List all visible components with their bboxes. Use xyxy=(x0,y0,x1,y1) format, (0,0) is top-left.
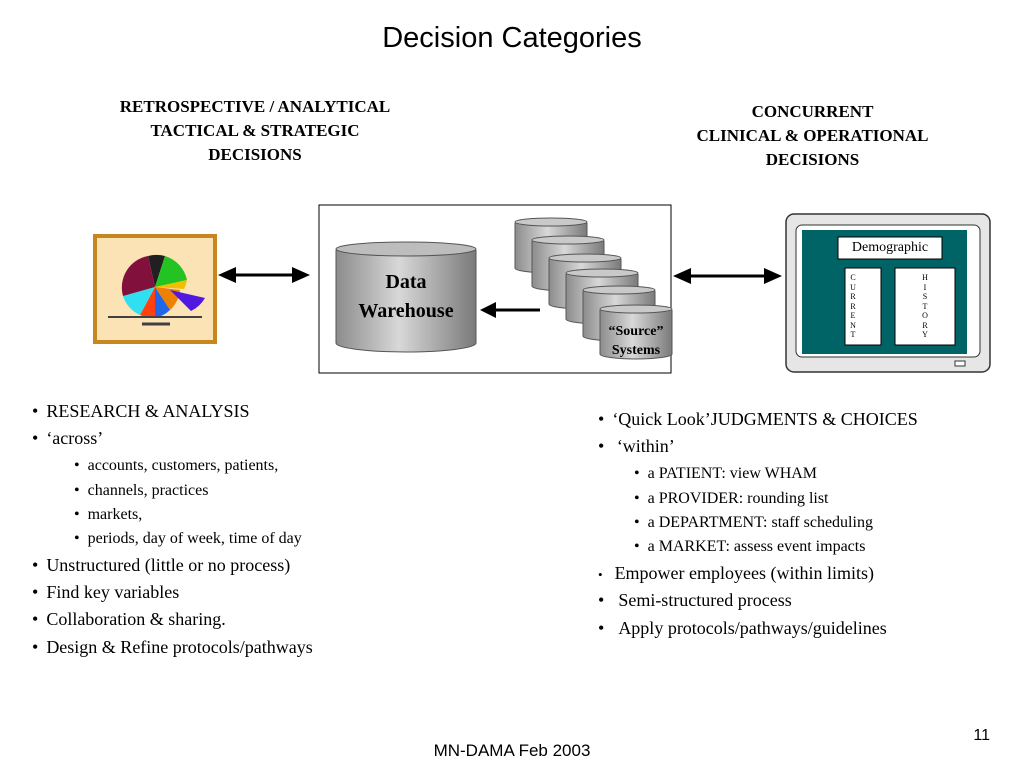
right-bullet: •Semi-structured process xyxy=(598,590,792,610)
data-warehouse-label-line-1: Data xyxy=(385,271,427,293)
right-bullet-text: Apply protocols/pathways/guidelines xyxy=(618,618,887,638)
left-sub-bullet: •periods, day of week, time of day xyxy=(74,530,302,547)
left-header-line-2: TACTICAL & STRATEGIC xyxy=(150,121,360,140)
left-bullet-text: ‘across’ xyxy=(46,428,104,448)
history-letter: H xyxy=(922,273,928,282)
source-systems-cylinders xyxy=(514,217,673,360)
right-bullet-text: Empower employees (within limits) xyxy=(614,563,875,583)
left-bullet: •Design & Refine protocols/pathways xyxy=(32,637,313,657)
left-sub-bullet: •markets, xyxy=(74,506,143,523)
left-bullet: •Collaboration & sharing. xyxy=(32,609,226,629)
right-bullet: •Apply protocols/pathways/guidelines xyxy=(598,618,887,638)
left-double-arrow xyxy=(218,267,310,283)
right-bullet: • ‘within’ xyxy=(598,436,675,456)
left-sub-bullet-text: markets, xyxy=(87,506,143,523)
left-bullet-text: Unstructured (little or no process) xyxy=(46,555,291,575)
current-letter: U xyxy=(850,282,856,292)
data-warehouse-label: Data Warehouse xyxy=(336,268,476,326)
source-systems-label-line-2: Systems xyxy=(611,343,661,358)
history-letter: R xyxy=(922,320,928,330)
right-sub-bullet-text: a DEPARTMENT: staff scheduling xyxy=(647,514,873,531)
left-bullet: •Unstructured (little or no process) xyxy=(32,555,291,575)
current-letter: R xyxy=(850,292,856,301)
right-sub-bullet: •a MARKET: assess event impacts xyxy=(634,538,866,555)
left-bullet-text: Design & Refine protocols/pathways xyxy=(46,637,313,657)
monitor-icon xyxy=(785,213,991,373)
left-bullet: •Find key variables xyxy=(32,582,180,602)
history-letter: O xyxy=(922,311,928,320)
right-sub-bullet: •a PATIENT: view WHAM xyxy=(634,465,818,482)
right-bullet-text: ‘within’ xyxy=(612,436,675,456)
current-letter: E xyxy=(850,311,856,320)
right-bullet: •‘Quick Look’JUDGMENTS & CHOICES xyxy=(598,409,918,429)
current-letter: C xyxy=(850,273,856,282)
left-sub-bullet-text: periods, day of week, time of day xyxy=(87,530,302,547)
right-sub-bullet-text: a MARKET: assess event impacts xyxy=(647,538,866,555)
right-sub-bullet-text: a PATIENT: view WHAM xyxy=(647,465,818,482)
left-header: RETROSPECTIVE / ANALYTICAL TACTICAL & ST… xyxy=(90,95,420,167)
decision-diagram xyxy=(93,204,991,374)
right-bullet-text: ‘Quick Look’JUDGMENTS & CHOICES xyxy=(612,409,918,429)
right-sub-bullet: •a DEPARTMENT: staff scheduling xyxy=(634,514,873,531)
right-header-line-2: CLINICAL & OPERATIONAL xyxy=(696,126,929,145)
data-warehouse-label-line-2: Warehouse xyxy=(358,300,454,322)
history-letter: T xyxy=(922,301,928,311)
right-header-line-3: DECISIONS xyxy=(765,150,860,169)
history-letter: S xyxy=(922,292,928,301)
history-label: H I S T O R Y xyxy=(917,273,933,340)
history-letter: Y xyxy=(922,330,928,339)
current-letter: R xyxy=(850,301,856,311)
left-bullet-text: RESEARCH & ANALYSIS xyxy=(46,401,250,421)
left-bullet-text: Find key variables xyxy=(46,582,180,602)
left-sub-bullet-text: accounts, customers, patients, xyxy=(87,457,279,474)
left-sub-bullet: •accounts, customers, patients, xyxy=(74,457,279,474)
right-header: CONCURRENT CLINICAL & OPERATIONAL DECISI… xyxy=(660,100,965,172)
current-letter: T xyxy=(850,330,856,339)
history-letter: I xyxy=(923,282,927,292)
demographic-label: Demographic xyxy=(851,240,929,255)
left-header-line-1: RETROSPECTIVE / ANALYTICAL xyxy=(119,97,391,116)
right-double-arrow xyxy=(673,268,782,284)
left-bullet: •RESEARCH & ANALYSIS xyxy=(32,401,250,421)
source-systems-label: “Source” Systems xyxy=(596,322,676,360)
left-sub-bullet-text: channels, practices xyxy=(87,482,209,499)
page-number: 11 xyxy=(973,727,990,744)
footer-text: MN-DAMA Feb 2003 xyxy=(433,741,591,760)
right-sub-bullet-text: a PROVIDER: rounding list xyxy=(647,490,829,507)
pie-chart-easel-icon xyxy=(93,234,217,344)
current-letter: N xyxy=(850,320,856,330)
left-bullet-text: Collaboration & sharing. xyxy=(46,609,226,629)
left-sub-bullet: •channels, practices xyxy=(74,482,209,499)
page-title: Decision Categories xyxy=(382,22,642,54)
right-sub-bullet: •a PROVIDER: rounding list xyxy=(634,490,829,507)
right-header-line-1: CONCURRENT xyxy=(751,102,874,121)
left-header-line-3: DECISIONS xyxy=(208,145,302,164)
current-label: C U R R E N T xyxy=(845,273,861,340)
left-bullet: •‘across’ xyxy=(32,428,104,448)
right-bullet-text: Semi-structured process xyxy=(618,590,792,610)
right-bullet: •Empower employees (within limits) xyxy=(598,563,875,583)
source-to-warehouse-arrow xyxy=(480,302,540,318)
data-warehouse-cylinder xyxy=(335,241,477,353)
source-systems-label-line-1: “Source” xyxy=(608,324,664,339)
